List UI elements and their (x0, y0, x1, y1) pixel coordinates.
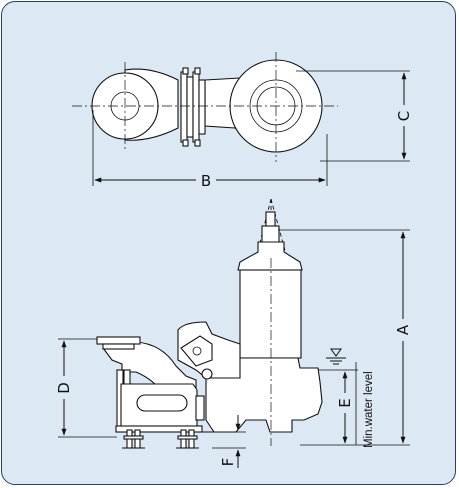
dimension-b: B (92, 110, 328, 190)
label-b: B (201, 172, 211, 190)
label-c: C (395, 111, 413, 121)
label-d: D (55, 382, 73, 394)
label-e: E (336, 398, 354, 407)
label-f: F (219, 458, 237, 467)
label-a: A (394, 324, 412, 335)
min-water-level: Min.water level (355, 362, 375, 448)
dimension-d: D (55, 338, 117, 438)
top-view (72, 52, 338, 162)
min-water-level-label: Min.water level (363, 371, 375, 448)
dimension-f: F (212, 415, 246, 468)
side-view (96, 198, 346, 449)
dimension-c: C (296, 70, 413, 162)
dimension-a: A (278, 229, 412, 446)
dimension-e: E (318, 369, 358, 444)
